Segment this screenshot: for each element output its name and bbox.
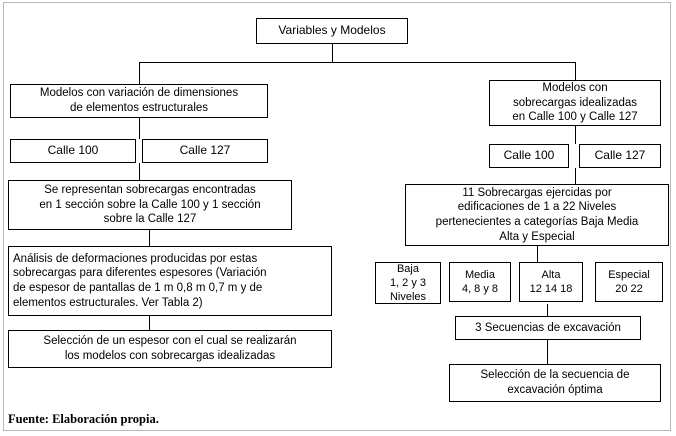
node-analisis-deformaciones: Análisis de deformaciones producidas por… (8, 246, 332, 316)
node-categoria-especial: Especial 20 22 (595, 262, 663, 302)
connector-line (547, 304, 548, 316)
connector-line (139, 62, 140, 84)
node-3-secuencias: 3 Secuencias de excavación (455, 316, 641, 340)
node-modelos-variacion-dimensiones: Modelos con variación de dimensiones de … (10, 84, 268, 118)
node-seleccion-espesor: Selección de un espesor con el cual se r… (8, 330, 332, 368)
node-11-sobrecargas: 11 Sobrecargas ejercidas por edificacion… (405, 184, 669, 246)
connector-line (575, 126, 576, 144)
figure-border (3, 2, 671, 431)
node-modelos-sobrecargas-idealizadas: Modelos con sobrecargas idealizadas en C… (489, 80, 661, 126)
node-categoria-alta: Alta 12 14 18 (519, 262, 583, 302)
connector-line (575, 62, 576, 80)
connector-line (139, 118, 140, 139)
node-right-calle-100: Calle 100 (489, 144, 569, 168)
node-variables-y-modelos: Variables y Modelos (256, 18, 408, 44)
connector-line (149, 316, 150, 330)
connector-line (547, 340, 548, 364)
connector-line (149, 230, 150, 246)
node-categoria-baja: Baja 1, 2 y 3 Niveles (375, 262, 441, 304)
node-left-calle-127: Calle 127 (142, 139, 268, 163)
source-note: Fuente: Elaboración propia. (8, 412, 159, 426)
connector-line (139, 62, 576, 63)
node-right-calle-127: Calle 127 (579, 144, 661, 168)
node-categoria-media: Media 4, 8 y 8 (449, 262, 511, 302)
node-seleccion-secuencia: Selección de la secuencia de excavación … (449, 364, 661, 402)
connector-line (332, 44, 333, 62)
node-sobrecargas-encontradas: Se representan sobrecargas encontradas e… (8, 180, 292, 230)
connector-line (139, 163, 140, 180)
node-left-calle-100: Calle 100 (10, 139, 136, 163)
connector-line (575, 168, 576, 184)
connector-line (537, 246, 538, 262)
